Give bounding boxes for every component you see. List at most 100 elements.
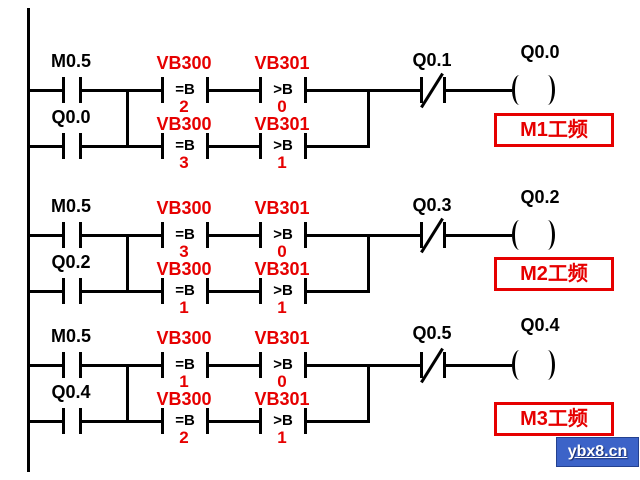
compare-contact-bar [304,133,307,159]
compare-value: 1 [179,372,189,391]
compare-contact-bar [304,77,307,103]
compare-value: 2 [179,97,189,116]
compare-operator: =B [175,81,195,98]
input-bottom-label: Q0.2 [51,252,91,272]
wire-segment [307,420,369,423]
compare-contact-bar [259,278,262,304]
no-contact-bar [62,77,65,103]
compare-contact-bar [259,133,262,159]
no-contact-bar [62,222,65,248]
compare-operator: >B [273,81,293,98]
compare-value: 1 [277,298,287,317]
watermark-badge: ybx8.cn [556,437,639,467]
no-contact-bar [62,352,65,378]
output-coil-left-arc [512,220,527,250]
compare-operator: =B [175,226,195,243]
wire-segment [129,145,162,148]
compare-operand-label: VB300 [156,389,212,409]
wire-segment [307,364,369,367]
wire-segment [82,234,128,237]
wire-segment [209,420,260,423]
wire-segment [307,290,369,293]
wire-segment [307,234,369,237]
compare-operator: >B [273,226,293,243]
compare-operand-label: VB300 [156,259,212,279]
wire-segment [446,364,512,367]
compare-operand-label: VB300 [156,53,212,73]
nc-contact-label: Q0.5 [412,323,452,343]
compare-contact-bar [259,222,262,248]
rung-tag: M3工频 [494,402,614,436]
compare-operator: >B [273,412,293,429]
nc-contact-bar [420,77,423,103]
wire-segment [82,420,128,423]
coil-label: Q0.4 [520,315,560,335]
compare-value: 2 [179,428,189,447]
nc-contact-bar [420,352,423,378]
no-contact-bar [79,278,82,304]
nc-contact-bar [443,77,446,103]
branch-junction [126,364,129,423]
rung-tag: M2工频 [494,257,614,291]
no-contact-bar [62,133,65,159]
compare-value: 0 [277,97,287,116]
wire-segment [129,89,162,92]
rung-tag: M1工频 [494,113,614,147]
input-top-label: M0.5 [50,196,92,216]
nc-contact-label: Q0.1 [412,50,452,70]
compare-contact-bar [304,222,307,248]
compare-contact-bar [161,408,164,434]
wire-segment [82,290,128,293]
compare-operand-label: VB300 [156,198,212,218]
wire-segment [129,234,162,237]
nc-contact-bar [420,222,423,248]
compare-value: 3 [179,153,189,172]
wire-segment [29,145,63,148]
compare-contact-bar [259,77,262,103]
wire-segment [307,89,369,92]
compare-contact-bar [206,278,209,304]
left-power-rail [27,8,30,472]
nc-contact-label: Q0.3 [412,195,452,215]
branch-junction [126,234,129,293]
wire-segment [370,364,421,367]
compare-contact-bar [161,222,164,248]
branch-junction [367,364,370,423]
compare-operator: >B [273,137,293,154]
compare-operator: >B [273,282,293,299]
wire-segment [370,89,421,92]
branch-junction [367,234,370,293]
output-coil-right-arc [540,75,555,105]
wire-segment [29,290,63,293]
nc-contact-slash [420,217,444,254]
wire-segment [209,234,260,237]
compare-contact-bar [161,77,164,103]
wire-segment [82,364,128,367]
branch-junction [126,89,129,148]
coil-label: Q0.2 [520,187,560,207]
nc-contact-slash [420,72,444,109]
branch-junction [367,89,370,148]
wire-segment [29,89,63,92]
no-contact-bar [79,133,82,159]
compare-contact-bar [206,77,209,103]
compare-contact-bar [259,352,262,378]
no-contact-bar [79,408,82,434]
compare-value: 1 [277,153,287,172]
compare-operator: >B [273,356,293,373]
compare-operand-label: VB300 [156,114,212,134]
compare-operand-label: VB301 [254,328,310,348]
compare-operator: =B [175,412,195,429]
wire-segment [209,364,260,367]
compare-contact-bar [161,133,164,159]
wire-segment [29,364,63,367]
compare-value: 0 [277,242,287,261]
wire-segment [129,420,162,423]
no-contact-bar [62,408,65,434]
no-contact-bar [79,77,82,103]
compare-operand-label: VB301 [254,53,310,73]
compare-contact-bar [304,352,307,378]
wire-segment [209,89,260,92]
no-contact-bar [62,278,65,304]
